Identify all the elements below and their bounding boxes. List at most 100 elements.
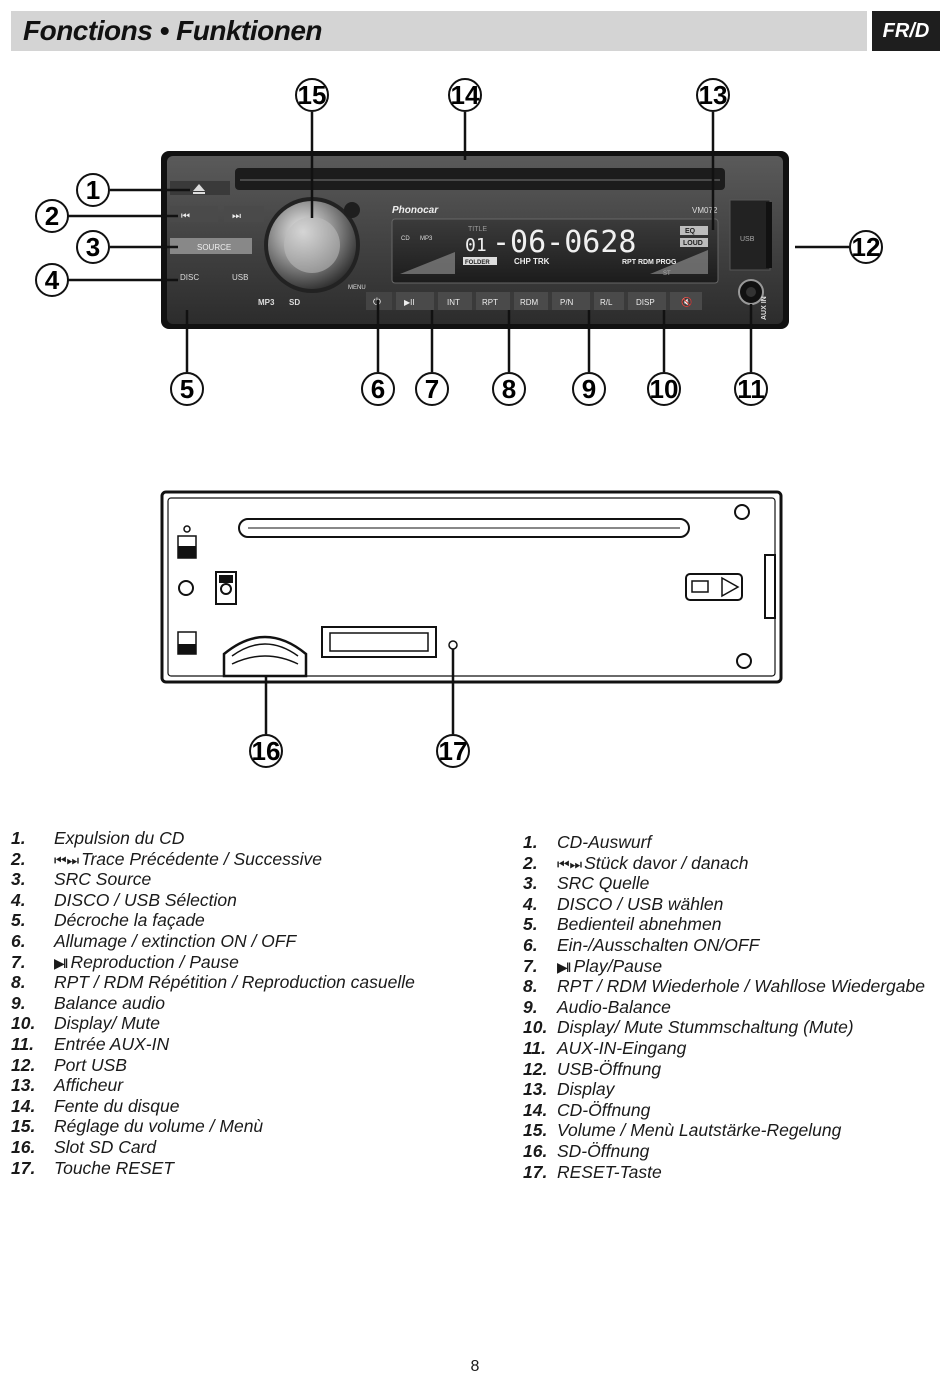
list-item-number: 3. bbox=[523, 873, 538, 894]
list-item-number: 13. bbox=[523, 1079, 548, 1100]
svg-text:TITLE: TITLE bbox=[468, 226, 487, 233]
int-button[interactable]: INT bbox=[438, 292, 472, 310]
callout-3: 3 bbox=[76, 230, 110, 264]
svg-text:8: 8 bbox=[502, 374, 516, 404]
list-item-label: SD-Öffnung bbox=[557, 1140, 650, 1161]
svg-text:USB: USB bbox=[740, 236, 755, 243]
mute-button[interactable]: 🔇 bbox=[670, 292, 702, 310]
list-item-label: Display/ Mute bbox=[54, 1013, 161, 1034]
pn-button[interactable]: P/N bbox=[552, 292, 590, 310]
menu-label: MENU bbox=[348, 285, 366, 291]
list-item-text: Expulsion du CD bbox=[54, 828, 184, 849]
usb-label: USB bbox=[232, 273, 248, 282]
next-button[interactable]: ⏭ bbox=[224, 206, 264, 222]
list-item-text: Display/ Mute bbox=[54, 1013, 160, 1034]
svg-text:AUX IN: AUX IN bbox=[761, 296, 768, 320]
next-icon: ⏭ bbox=[232, 211, 241, 222]
list-item-label: Stück davor / danach bbox=[584, 852, 749, 873]
list-item-text: Display/ Mute Stummschaltung (Mute) bbox=[557, 1017, 854, 1038]
callout-14: 14 bbox=[448, 78, 482, 112]
volume-knob[interactable] bbox=[264, 197, 360, 293]
callout-7: 7 bbox=[415, 372, 449, 406]
svg-text:DISP: DISP bbox=[636, 298, 655, 307]
list-item-label: Display bbox=[557, 1079, 615, 1100]
button-strip: ⏻ ▶II INT RPT RDM P/N R/L DISP 🔇 bbox=[366, 292, 702, 310]
list-item-text: DISCO / USB Sélection bbox=[54, 890, 237, 911]
chassis-diagram bbox=[160, 490, 783, 684]
usb-port[interactable]: USB bbox=[729, 199, 772, 271]
list-item-number: 11. bbox=[523, 1037, 547, 1058]
list-item-label: RPT / RDM Wiederhole / Wahllose Wiederga… bbox=[557, 976, 925, 997]
rl-button[interactable]: R/L bbox=[594, 292, 624, 310]
rpt-button[interactable]: RPT bbox=[476, 292, 510, 310]
svg-text:5: 5 bbox=[180, 374, 194, 404]
list-item-number: 7. bbox=[523, 955, 538, 976]
svg-text:MP3: MP3 bbox=[420, 236, 433, 242]
list-item-text: SRC Source bbox=[54, 869, 151, 890]
sd-label: SD bbox=[289, 298, 300, 307]
list-item-label: DISCO / USB Sélection bbox=[54, 889, 237, 910]
list-item-label: Audio-Balance bbox=[557, 996, 671, 1017]
list-item-number: 11. bbox=[11, 1033, 35, 1054]
list-item-label: Allumage / extinction ON / OFF bbox=[54, 930, 297, 951]
list-item-label: Touche RESET bbox=[54, 1157, 174, 1178]
list-item-text: Volume / Menù Lautstärke-Regelung bbox=[557, 1120, 841, 1141]
eject-button[interactable] bbox=[170, 181, 230, 195]
source-button[interactable]: SOURCE bbox=[170, 238, 252, 254]
list-item-number: 3. bbox=[11, 869, 26, 890]
svg-text:CD: CD bbox=[401, 236, 410, 242]
svg-text:13: 13 bbox=[699, 80, 728, 110]
callout-1: 1 bbox=[76, 173, 110, 207]
list-item-label: Balance audio bbox=[54, 992, 165, 1013]
svg-text:15: 15 bbox=[298, 80, 327, 110]
list-item-number: 15. bbox=[523, 1120, 548, 1141]
list-item-number: 9. bbox=[11, 992, 26, 1013]
list-item-text: Fente du disque bbox=[54, 1096, 180, 1117]
list-item-number: 2. bbox=[11, 848, 26, 869]
list-item-label: RESET-Taste bbox=[557, 1161, 662, 1182]
list-item-number: 6. bbox=[523, 934, 538, 955]
svg-text:INT: INT bbox=[447, 298, 460, 307]
list-item-number: 4. bbox=[11, 889, 26, 910]
eject-icon bbox=[193, 184, 205, 191]
svg-text:14: 14 bbox=[451, 80, 480, 110]
disc-slot bbox=[235, 168, 725, 190]
svg-text:9: 9 bbox=[582, 374, 596, 404]
svg-text:3: 3 bbox=[86, 232, 100, 262]
front-panel: ⏮ ⏭ SOURCE DISC USB MP3 SD MENU Phonocar… bbox=[161, 151, 789, 329]
rdm-button[interactable]: RDM bbox=[514, 292, 548, 310]
list-item-text: Allumage / extinction ON / OFF bbox=[54, 931, 296, 952]
callout-6: 6 bbox=[361, 372, 395, 406]
leader-lines bbox=[68, 112, 849, 372]
list-item-text: Touche RESET bbox=[54, 1158, 174, 1179]
svg-text:6: 6 bbox=[371, 374, 385, 404]
svg-text:RDM: RDM bbox=[520, 298, 539, 307]
list-item-label: SRC Source bbox=[54, 869, 152, 890]
svg-text:16: 16 bbox=[252, 736, 281, 766]
svg-text:1: 1 bbox=[86, 175, 100, 205]
list-item-label: CD-Öffnung bbox=[557, 1099, 651, 1120]
callout-4: 4 bbox=[35, 263, 69, 297]
mute-icon: 🔇 bbox=[681, 296, 692, 307]
list-item-label: Expulsion du CD bbox=[54, 828, 185, 848]
prev-button[interactable]: ⏮ bbox=[170, 206, 218, 222]
list-item-number: 2. bbox=[523, 852, 538, 873]
svg-text:▶II: ▶II bbox=[404, 298, 415, 307]
list-item-text: Display bbox=[557, 1079, 614, 1100]
list-item-number: 14. bbox=[11, 1095, 36, 1116]
svg-text:RPT RDM PROG: RPT RDM PROG bbox=[622, 259, 677, 266]
model-label: VM072 bbox=[692, 206, 718, 215]
play-pause-button[interactable]: ▶II bbox=[396, 292, 434, 310]
list-item-label: SRC Quelle bbox=[557, 873, 650, 894]
page-number: 8 bbox=[470, 1358, 480, 1375]
list-item-number: 16. bbox=[11, 1136, 36, 1157]
svg-text:17: 17 bbox=[439, 736, 468, 766]
svg-text:R/L: R/L bbox=[600, 298, 613, 307]
list-item-number: 17. bbox=[523, 1161, 548, 1182]
svg-text:-06-0628: -06-0628 bbox=[492, 225, 637, 260]
list-item-label: Port USB bbox=[54, 1054, 127, 1075]
svg-text:SOURCE: SOURCE bbox=[197, 243, 231, 252]
disp-button[interactable]: DISP bbox=[628, 292, 666, 310]
